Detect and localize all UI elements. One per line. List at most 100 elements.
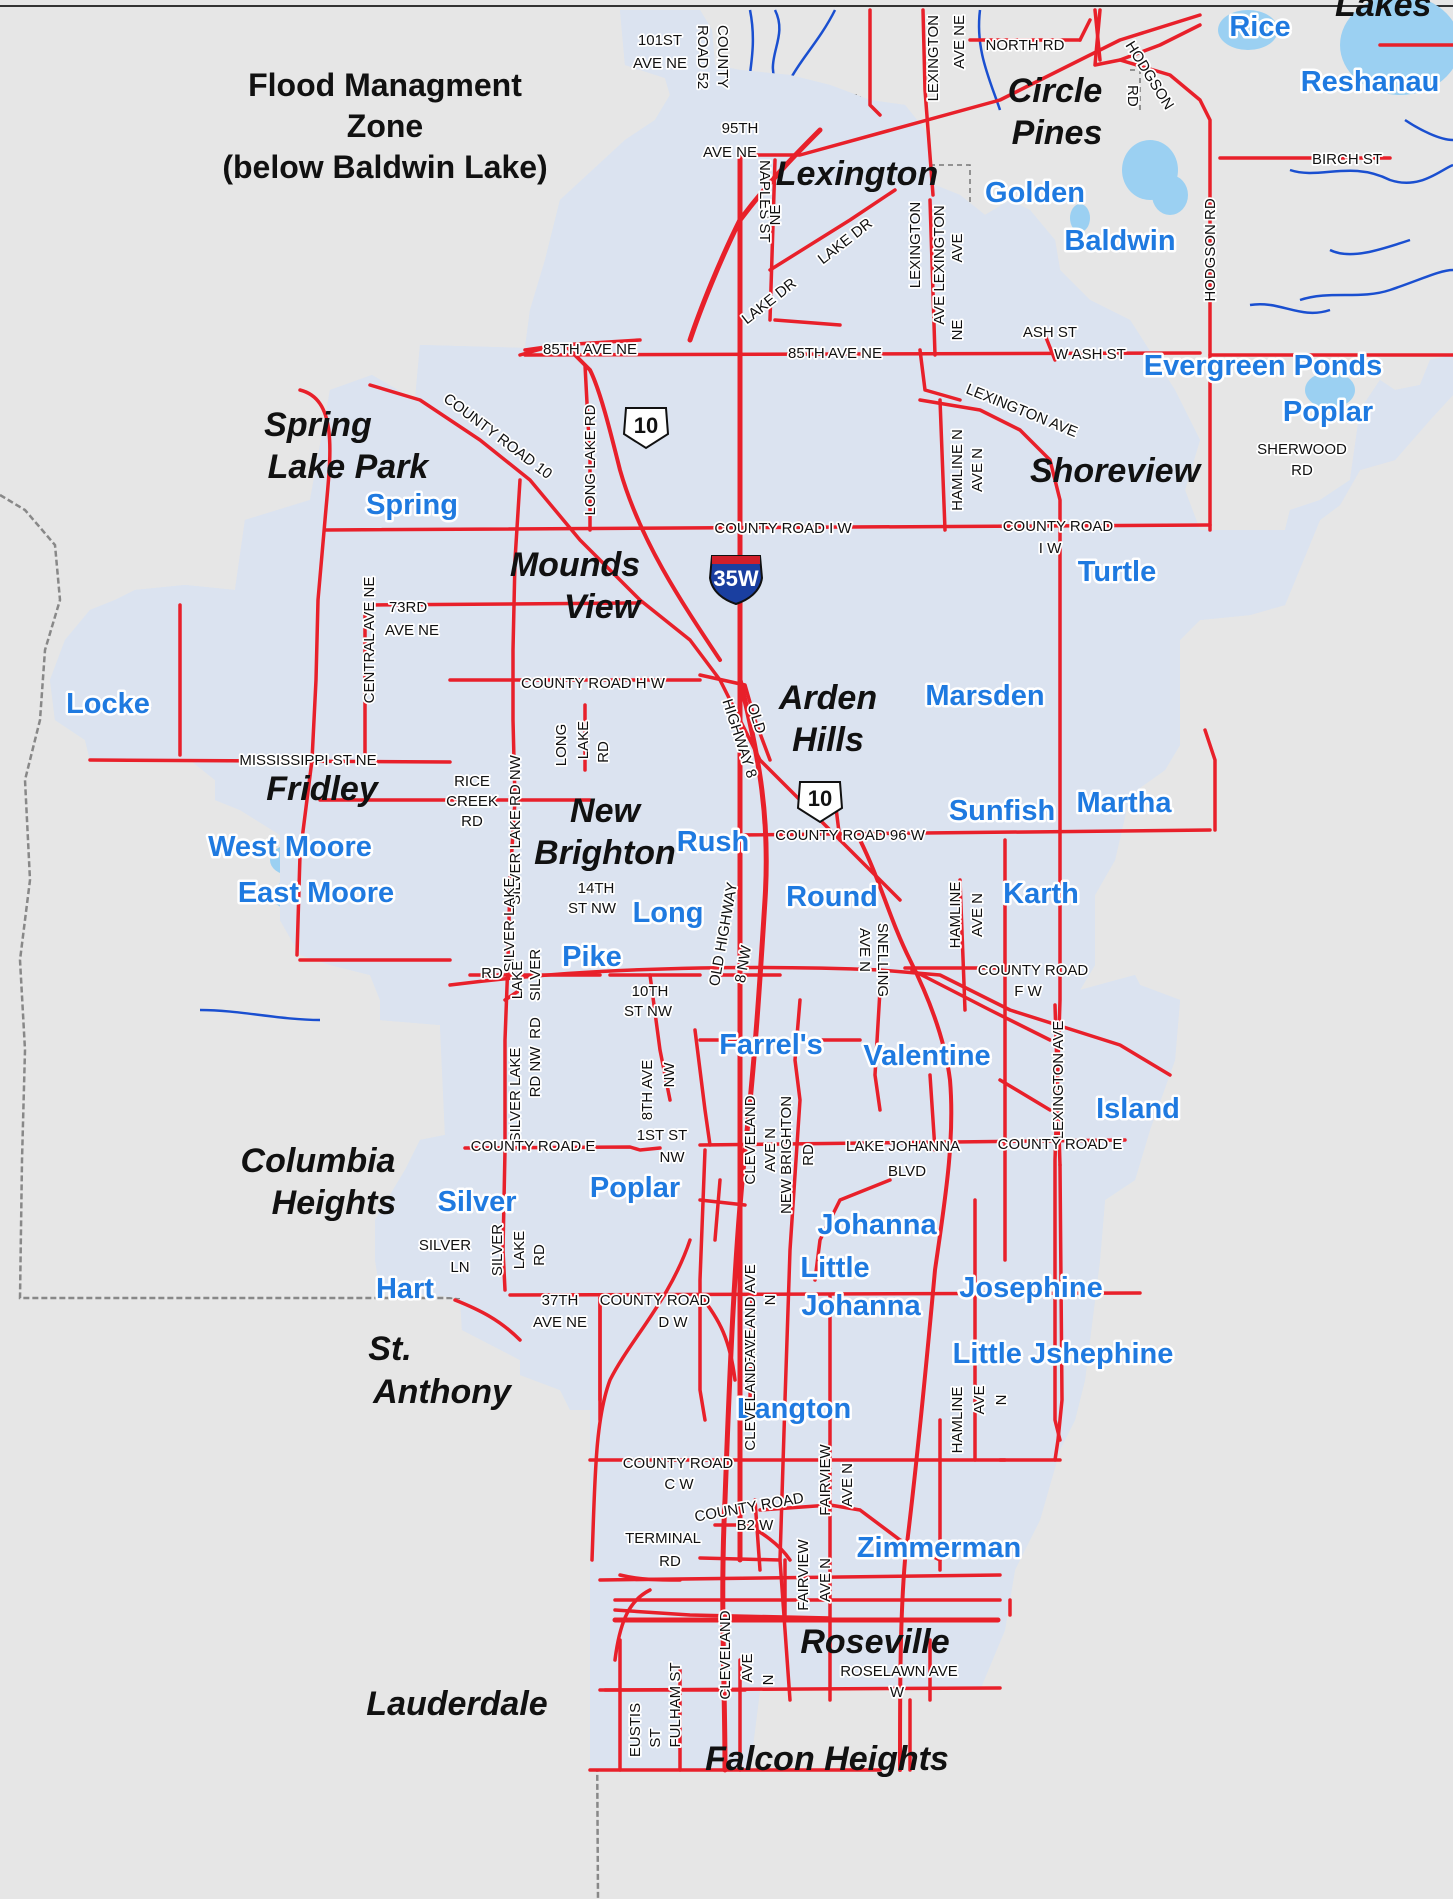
- road-label: FULHAM ST: [667, 1662, 684, 1747]
- road-label: HAMLINE N: [949, 429, 966, 511]
- lake-rush: Rush: [677, 826, 750, 858]
- interstate-shield-icon: 35W: [708, 555, 764, 606]
- city-falcon-heights: Falcon Heights: [705, 1740, 949, 1778]
- road-label: RICE: [454, 773, 490, 790]
- city-arden-hills-2: Hills: [792, 721, 864, 759]
- road-label: I W: [1039, 540, 1062, 557]
- road-label: RD: [527, 1017, 544, 1039]
- road-label: NE: [949, 320, 966, 341]
- road-label: COUNTY ROAD E: [998, 1136, 1123, 1153]
- road-label: SNELLING: [874, 923, 891, 997]
- us10-south-shield-label: 10: [808, 786, 832, 811]
- lake-evergreen-ponds: Evergreen Ponds: [1144, 350, 1383, 382]
- us10-north-shield-label: 10: [634, 413, 658, 438]
- city-arden-hills-1: Arden: [778, 679, 877, 717]
- road-label: CLEVELAND AVE: [742, 1329, 759, 1450]
- road-label: 85TH AVE NE: [788, 345, 882, 362]
- road-label: COUNTY ROAD H W: [521, 675, 666, 692]
- road-label: RD: [659, 1553, 681, 1570]
- road-label: FAIRVIEW: [795, 1538, 812, 1610]
- road-label: HAMLINE: [947, 882, 964, 949]
- road-label: RD: [481, 965, 503, 982]
- road-label: RD: [595, 741, 612, 763]
- road-label: 14TH: [578, 880, 615, 897]
- lake-poplar-south: Poplar: [590, 1172, 680, 1204]
- road-label: COUNTY ROAD: [1003, 518, 1114, 535]
- road-label: LONG LAKE RD: [582, 404, 599, 515]
- road-label: C W: [664, 1476, 694, 1493]
- road-label: SHERWOOD: [1257, 441, 1347, 458]
- road-label: LEXINGTON: [907, 202, 924, 288]
- lake-farrels: Farrel's: [719, 1029, 823, 1061]
- lake-poplar-north: Poplar: [1283, 396, 1373, 428]
- lake-west-moore: West Moore: [208, 831, 372, 863]
- lake-round: Round: [786, 881, 878, 913]
- city-lexington: Lexington: [776, 155, 938, 193]
- road-label: CENTRAL AVE NE: [361, 577, 378, 704]
- city-lauderdale: Lauderdale: [366, 1685, 547, 1723]
- road-label: AVE N: [762, 1128, 779, 1172]
- road-label: AVE N: [969, 448, 986, 492]
- lake-rice: Rice: [1229, 11, 1290, 43]
- lake-little-johanna-2: Johanna: [801, 1290, 921, 1322]
- road-label: N: [760, 1675, 777, 1686]
- road-label: SILVER LAKE RD NW: [507, 754, 524, 905]
- i35w-shield-label: 35W: [713, 566, 758, 591]
- lake-zimmerman: Zimmerman: [857, 1532, 1021, 1564]
- lake-labels: Rice Reshanau Golden Baldwin Evergreen P…: [64, 9, 1442, 1567]
- road-label: D W: [658, 1314, 688, 1331]
- lake-josephine: Josephine: [959, 1272, 1102, 1304]
- lake-turtle: Turtle: [1078, 556, 1156, 588]
- road-label: AVE: [971, 1386, 988, 1415]
- road-label: ST: [647, 1728, 664, 1747]
- road-label: AVE N: [969, 893, 986, 937]
- road-label: W: [890, 1684, 905, 1701]
- road-label: NEW BRIGHTON: [778, 1096, 795, 1214]
- road-label: BLVD: [888, 1163, 926, 1180]
- road-label: NAPLES ST: [756, 160, 773, 243]
- lake-little-johanna-1: Little: [800, 1252, 869, 1284]
- road-label: COUNTY ROAD 96 W: [775, 827, 926, 844]
- city-spring-lake-park-1: Spring: [264, 406, 372, 444]
- road-label: N: [762, 1295, 779, 1306]
- road-label: NE: [767, 205, 784, 226]
- map-title-line1: Flood Managment: [248, 67, 522, 103]
- road-label: NW: [660, 1149, 686, 1166]
- city-circle-pines-1: Circle: [1008, 72, 1103, 110]
- road-label: AVE NE: [385, 622, 439, 639]
- city-new-brighton-2: Brighton: [534, 834, 676, 872]
- road-label: NW: [661, 1062, 678, 1088]
- map-title-line3: (below Baldwin Lake): [222, 149, 547, 185]
- road-label: AVE NE: [633, 55, 687, 72]
- county-boundary-west: [0, 493, 600, 1300]
- road-label: CREEK: [446, 793, 498, 810]
- road-label: LAKE: [511, 1231, 528, 1269]
- lake-langton: Langton: [737, 1393, 851, 1425]
- road-label: RD: [461, 813, 483, 830]
- road-label: LAKE: [509, 961, 526, 999]
- road-label: RD: [800, 1144, 817, 1166]
- road-label: COUNTY ROAD I W: [714, 520, 852, 537]
- city-spring-lake-park-2: Lake Park: [268, 448, 431, 486]
- city-mounds-view-2: View: [564, 588, 643, 626]
- road-label: AVE: [949, 234, 966, 263]
- city-shoreview: Shoreview: [1030, 452, 1203, 490]
- road-label: AVE NE: [703, 144, 757, 161]
- road-label: RD: [1291, 462, 1313, 479]
- road-label: 85TH AVE NE: [543, 341, 637, 358]
- lake-karth: Karth: [1003, 878, 1079, 910]
- lake-east-moore: East Moore: [238, 877, 394, 909]
- city-new-brighton-1: New: [570, 792, 642, 830]
- road-label: RD NW: [527, 1046, 544, 1098]
- road-label: MISSISSIPPI ST NE: [239, 752, 376, 769]
- city-circle-pines-2: Pines: [1012, 114, 1103, 152]
- road-label: HAMLINE: [949, 1387, 966, 1454]
- road-network[interactable]: [88, 8, 1453, 1773]
- map-title: Flood Managment Zone (below Baldwin Lake…: [222, 67, 547, 185]
- road-label: TERMINAL: [625, 1530, 701, 1547]
- road-label: COUNTY: [714, 25, 731, 88]
- road-label: RD: [531, 1244, 548, 1266]
- road-label: ROSELAWN AVE: [840, 1663, 958, 1680]
